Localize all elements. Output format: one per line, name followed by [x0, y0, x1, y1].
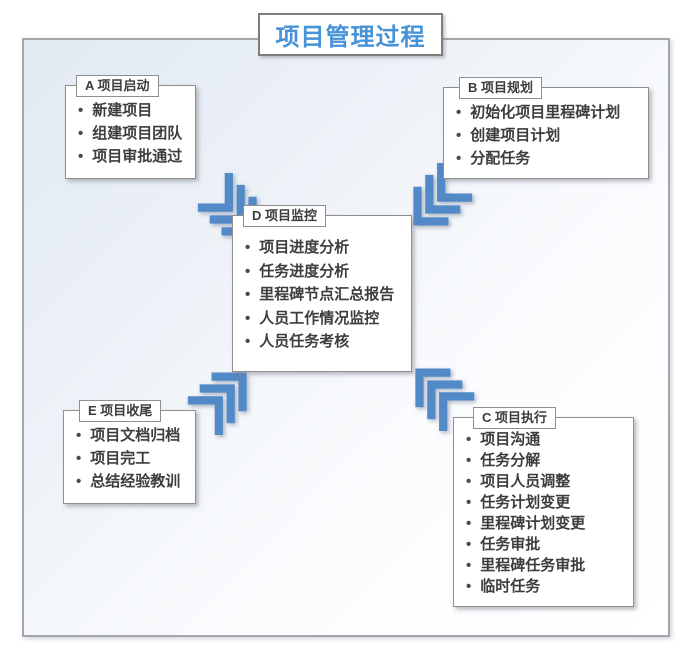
panel-d-project-monitoring: D 项目监控 项目进度分析 任务进度分析 里程碑节点汇总报告 人员工作情况监控 …	[232, 205, 412, 372]
page-title: 项目管理过程	[258, 13, 443, 56]
list-item: 任务计划变更	[466, 492, 629, 513]
list-item: 任务审批	[466, 534, 629, 555]
list-item: 项目进度分析	[245, 236, 407, 260]
list-item: 任务分解	[466, 450, 629, 471]
panel-b-list: 初始化项目里程碑计划 创建项目计划 分配任务	[444, 88, 648, 170]
list-item: 里程碑计划变更	[466, 513, 629, 534]
list-item: 人员任务考核	[245, 330, 407, 354]
panel-e-list: 项目文档归档 项目完工 总结经验教训	[64, 411, 195, 493]
chevron-arrow-b-to-d-icon	[412, 158, 474, 230]
panel-c-list: 项目沟通 任务分解 项目人员调整 任务计划变更 里程碑计划变更 任务审批 里程碑…	[454, 418, 633, 597]
list-item: 人员工作情况监控	[245, 307, 407, 331]
list-item: 里程碑任务审批	[466, 555, 629, 576]
panel-a-list: 新建项目 组建项目团队 项目审批通过	[66, 86, 195, 168]
panel-d-header: D 项目监控	[243, 205, 327, 227]
list-item: 里程碑节点汇总报告	[245, 283, 407, 307]
chevron-arrow-c-to-d-icon	[414, 364, 476, 436]
list-item: 项目审批通过	[78, 145, 191, 168]
panel-d-list: 项目进度分析 任务进度分析 里程碑节点汇总报告 人员工作情况监控 人员任务考核	[233, 216, 411, 354]
list-item: 项目人员调整	[466, 471, 629, 492]
list-item: 总结经验教训	[76, 470, 191, 493]
panel-b-header: B 项目规划	[459, 77, 543, 99]
list-item: 初始化项目里程碑计划	[456, 101, 644, 124]
list-item: 项目文档归档	[76, 424, 191, 447]
triple-chevron-icon	[413, 163, 473, 226]
list-item: 任务进度分析	[245, 260, 407, 284]
list-item: 创建项目计划	[456, 124, 644, 147]
page-title-text: 项目管理过程	[275, 24, 426, 51]
panel-c-header: C 项目执行	[473, 407, 557, 429]
list-item: 临时任务	[466, 576, 629, 597]
list-item: 组建项目团队	[78, 122, 191, 145]
list-item: 项目沟通	[466, 429, 629, 450]
panel-e-header: E 项目收尾	[79, 400, 162, 422]
chevron-arrow-e-to-d-icon	[186, 368, 248, 440]
triple-chevron-icon	[415, 368, 475, 431]
panel-e-project-closure: E 项目收尾 项目文档归档 项目完工 总结经验教训	[63, 400, 196, 504]
panel-c-project-execution: C 项目执行 项目沟通 任务分解 项目人员调整 任务计划变更 里程碑计划变更 任…	[453, 407, 634, 607]
list-item: 新建项目	[78, 99, 191, 122]
triple-chevron-icon	[187, 372, 247, 435]
list-item: 分配任务	[456, 147, 644, 170]
panel-a-project-initiation: A 项目启动 新建项目 组建项目团队 项目审批通过	[65, 75, 196, 179]
panel-b-project-planning: B 项目规划 初始化项目里程碑计划 创建项目计划 分配任务	[443, 77, 649, 179]
list-item: 项目完工	[76, 447, 191, 470]
panel-a-header: A 项目启动	[76, 75, 159, 97]
